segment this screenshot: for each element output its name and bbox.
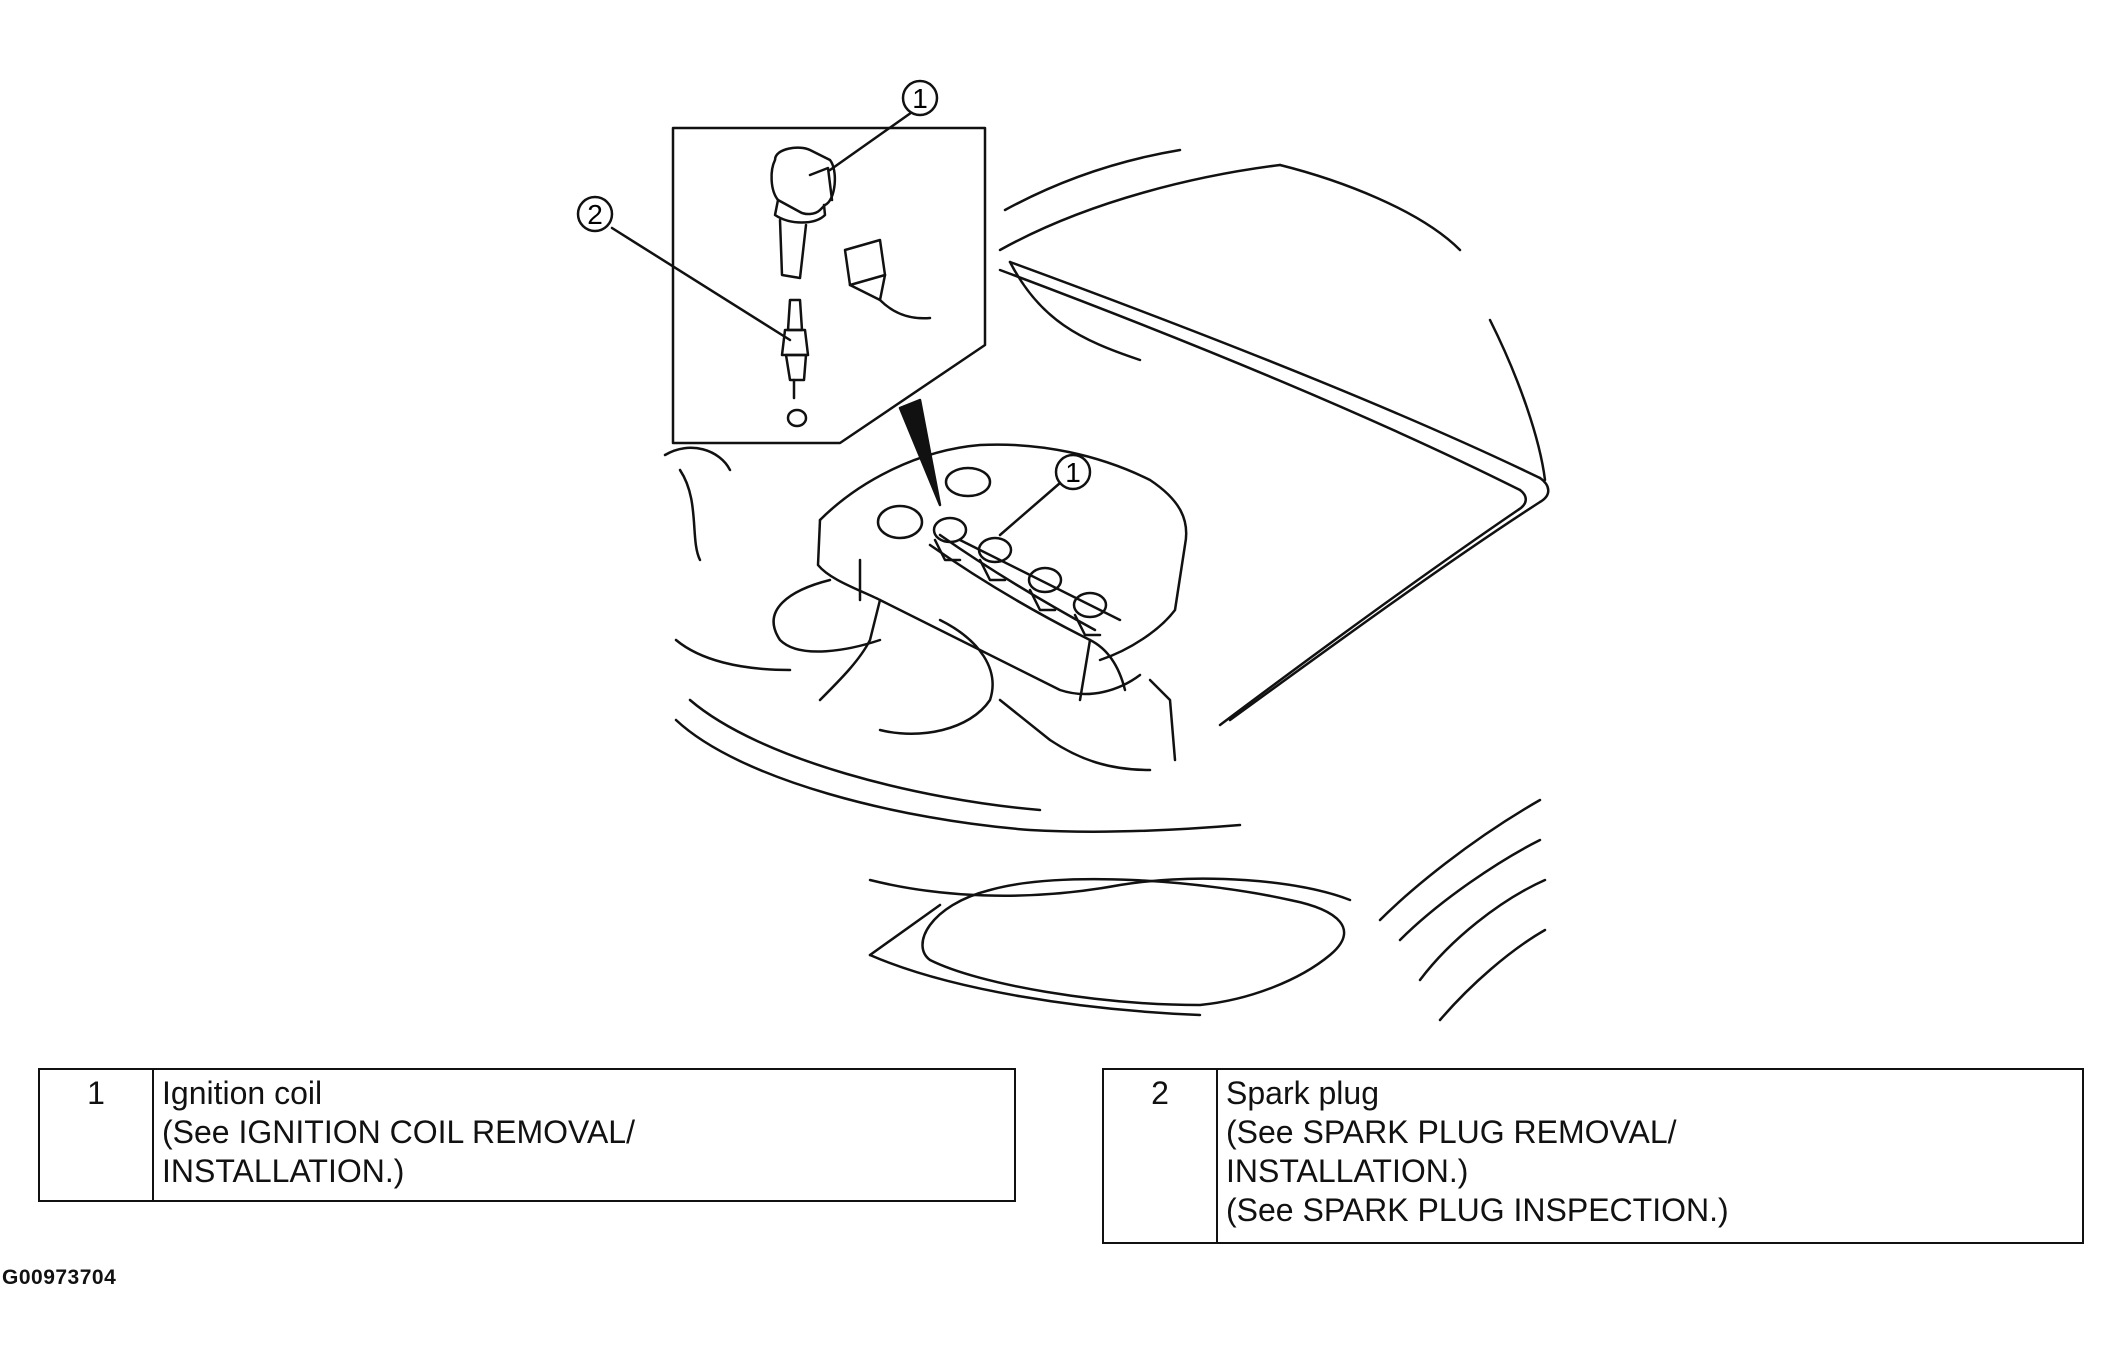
detail-inset [671, 126, 987, 507]
ignition-coils-on-engine [876, 466, 1127, 692]
legend-table-spark-plug: 2 Spark plug (See SPARK PLUG REMOVAL/ IN… [1102, 1068, 2084, 1244]
legend-row: 2 Spark plug (See SPARK PLUG REMOVAL/ IN… [1103, 1069, 2083, 1243]
vehicle-body-outline [663, 148, 1550, 1022]
figure-code: G00973704 [2, 1266, 117, 1289]
callout-1-top: 1 [901, 79, 939, 117]
engine-block [772, 443, 1188, 772]
legend-row: 1 Ignition coil (See IGNITION COIL REMOV… [39, 1069, 1015, 1201]
svg-text:2: 2 [587, 199, 603, 230]
engine-bay-illustration: 1 2 1 [576, 79, 1550, 1022]
callout-leader-lines [610, 108, 1062, 537]
callout-1-engine: 1 [1054, 453, 1092, 491]
svg-text:1: 1 [912, 83, 928, 114]
legend-table-ignition-coil: 1 Ignition coil (See IGNITION COIL REMOV… [38, 1068, 1016, 1202]
callout-2: 2 [576, 195, 614, 233]
legend-description: Spark plug (See SPARK PLUG REMOVAL/ INST… [1226, 1075, 1729, 1228]
svg-text:1: 1 [1065, 457, 1081, 488]
legend-description: Ignition coil (See IGNITION COIL REMOVAL… [162, 1075, 635, 1189]
legend-number: 2 [1103, 1069, 1218, 1243]
legend-number: 1 [39, 1069, 154, 1201]
